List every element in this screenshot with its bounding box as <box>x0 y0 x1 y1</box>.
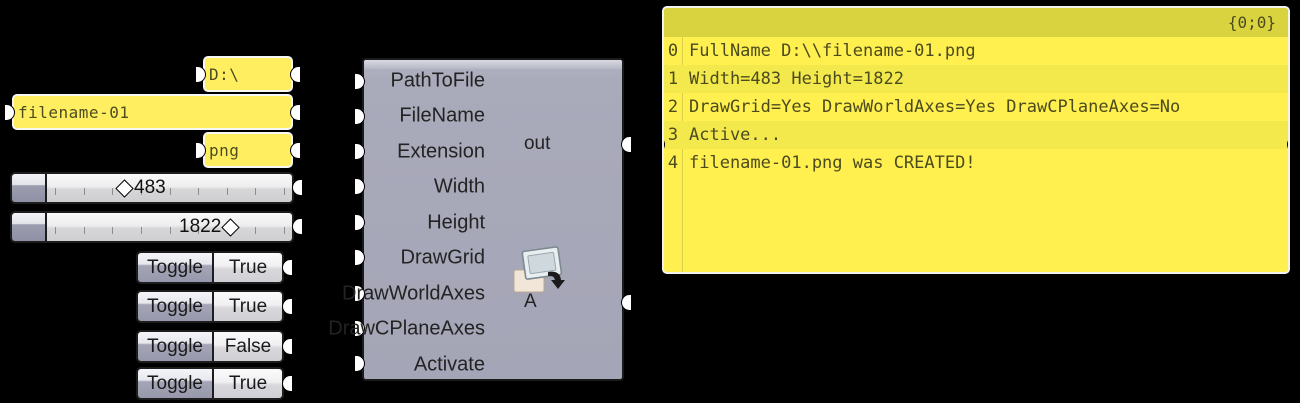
input-port-drawcplaneaxes[interactable] <box>355 321 364 336</box>
input-port-height[interactable] <box>355 215 364 230</box>
path-panel[interactable]: D:\ <box>196 56 300 92</box>
output-label-out: out <box>523 133 551 154</box>
input-label-drawgrid: DrawGrid <box>400 246 485 269</box>
table-row[interactable]: 2 DrawGrid=Yes DrawWorldAxes=Yes DrawCPl… <box>664 93 1288 121</box>
filename-panel[interactable]: filename-01 <box>5 94 300 130</box>
height-slider-track[interactable]: 1822 <box>47 211 294 243</box>
row-text: DrawGrid=Yes DrawWorldAxes=Yes DrawCPlan… <box>689 97 1181 117</box>
input-port-width[interactable] <box>355 179 364 194</box>
width-slider-handle-icon[interactable] <box>115 178 134 198</box>
path-panel-value: D:\ <box>209 64 240 84</box>
output-panel-gutter-line <box>682 37 683 272</box>
extension-panel-output-port[interactable] <box>291 143 300 158</box>
row-text: Active... <box>689 125 782 145</box>
width-slider[interactable]: 483 <box>10 172 302 204</box>
table-row[interactable]: 4 filename-01.png was CREATED! <box>664 149 1288 177</box>
output-label-a: A <box>523 291 537 312</box>
input-port-filename[interactable] <box>355 109 364 124</box>
input-label-drawworldaxes: DrawWorldAxes <box>342 282 485 305</box>
output-panel-header: {0;0} <box>664 8 1288 37</box>
activate-toggle-value[interactable]: True <box>214 367 284 400</box>
drawcplaneaxes-toggle[interactable]: Toggle False <box>136 330 292 363</box>
export-image-icon <box>513 246 565 293</box>
output-text-panel[interactable]: {0;0} 0 FullName D:\\filename-01.png 1 W… <box>662 6 1290 274</box>
export-viewport-component[interactable]: PathToFile FileName Extension Width Heig… <box>328 58 631 381</box>
drawgrid-toggle-value[interactable]: True <box>214 251 284 284</box>
extension-panel-value: png <box>209 140 240 160</box>
height-slider-namebox[interactable] <box>10 211 47 243</box>
table-row[interactable]: 3 Active... <box>664 121 1288 149</box>
drawworldaxes-toggle[interactable]: Toggle True <box>136 290 292 323</box>
input-label-pathtofile: PathToFile <box>390 69 486 92</box>
output-port-out[interactable] <box>622 137 631 152</box>
input-label-width: Width <box>433 175 485 198</box>
table-row[interactable]: 1 Width=483 Height=1822 <box>664 65 1288 93</box>
drawgrid-toggle[interactable]: Toggle True <box>136 251 292 284</box>
input-label-activate: Activate <box>413 353 485 376</box>
drawcplaneaxes-toggle-value[interactable]: False <box>214 330 284 363</box>
node-title-cap <box>364 60 622 69</box>
activate-toggle[interactable]: Toggle True <box>136 367 292 400</box>
drawcplaneaxes-toggle-output-port[interactable] <box>283 339 292 354</box>
drawworldaxes-toggle-button[interactable]: Toggle <box>136 290 214 323</box>
width-slider-track[interactable]: 483 <box>47 172 294 204</box>
filename-panel-value: filename-01 <box>18 102 130 122</box>
input-port-drawgrid[interactable] <box>355 250 364 265</box>
output-panel-path-label: {0;0} <box>1227 13 1276 32</box>
drawcplaneaxes-toggle-button[interactable]: Toggle <box>136 330 214 363</box>
drawworldaxes-toggle-output-port[interactable] <box>283 299 292 314</box>
width-slider-value: 483 <box>134 177 166 198</box>
path-panel-input-port[interactable] <box>196 67 205 82</box>
output-panel-rows: 0 FullName D:\\filename-01.png 1 Width=4… <box>664 37 1288 177</box>
input-label-height: Height <box>427 211 485 234</box>
table-row[interactable]: 0 FullName D:\\filename-01.png <box>664 37 1288 65</box>
row-text: FullName D:\\filename-01.png <box>689 41 976 61</box>
input-label-drawcplaneaxes: DrawCPlaneAxes <box>328 317 485 340</box>
height-slider-value: 1822 <box>179 216 222 237</box>
width-slider-output-port[interactable] <box>293 180 302 195</box>
filename-panel-input-port[interactable] <box>5 105 14 120</box>
height-slider-output-port[interactable] <box>293 219 302 234</box>
path-panel-output-port[interactable] <box>291 67 300 82</box>
height-slider-value-group: 1822 <box>47 213 292 241</box>
drawgrid-toggle-button[interactable]: Toggle <box>136 251 214 284</box>
activate-toggle-output-port[interactable] <box>283 376 292 391</box>
row-index: 0 <box>667 41 679 61</box>
width-slider-namebox[interactable] <box>10 172 47 204</box>
height-slider[interactable]: 1822 <box>10 211 302 243</box>
activate-toggle-button[interactable]: Toggle <box>136 367 214 400</box>
input-port-pathtofile[interactable] <box>355 74 364 89</box>
row-index: 4 <box>667 153 679 173</box>
output-panel-output-port[interactable] <box>1288 137 1290 152</box>
node-input-labels: PathToFile FileName Extension Width Heig… <box>328 60 493 379</box>
drawworldaxes-toggle-value[interactable]: True <box>214 290 284 323</box>
height-slider-handle-icon[interactable] <box>221 217 240 237</box>
drawgrid-toggle-output-port[interactable] <box>283 260 292 275</box>
row-index: 1 <box>667 69 679 89</box>
width-slider-ticks <box>55 188 285 195</box>
row-text: Width=483 Height=1822 <box>689 69 904 89</box>
extension-panel-input-port[interactable] <box>196 143 205 158</box>
row-index: 3 <box>667 125 679 145</box>
input-port-extension[interactable] <box>355 144 364 159</box>
filename-panel-output-port[interactable] <box>291 105 300 120</box>
output-port-a[interactable] <box>622 295 631 310</box>
width-slider-value-group: 483 <box>47 174 292 202</box>
input-port-drawworldaxes[interactable] <box>355 286 364 301</box>
input-label-extension: Extension <box>397 140 485 163</box>
row-text: filename-01.png was CREATED! <box>689 153 976 173</box>
input-label-filename: FileName <box>399 104 485 127</box>
input-port-activate[interactable] <box>355 356 364 371</box>
row-index: 2 <box>667 97 679 117</box>
extension-panel[interactable]: png <box>196 132 300 168</box>
